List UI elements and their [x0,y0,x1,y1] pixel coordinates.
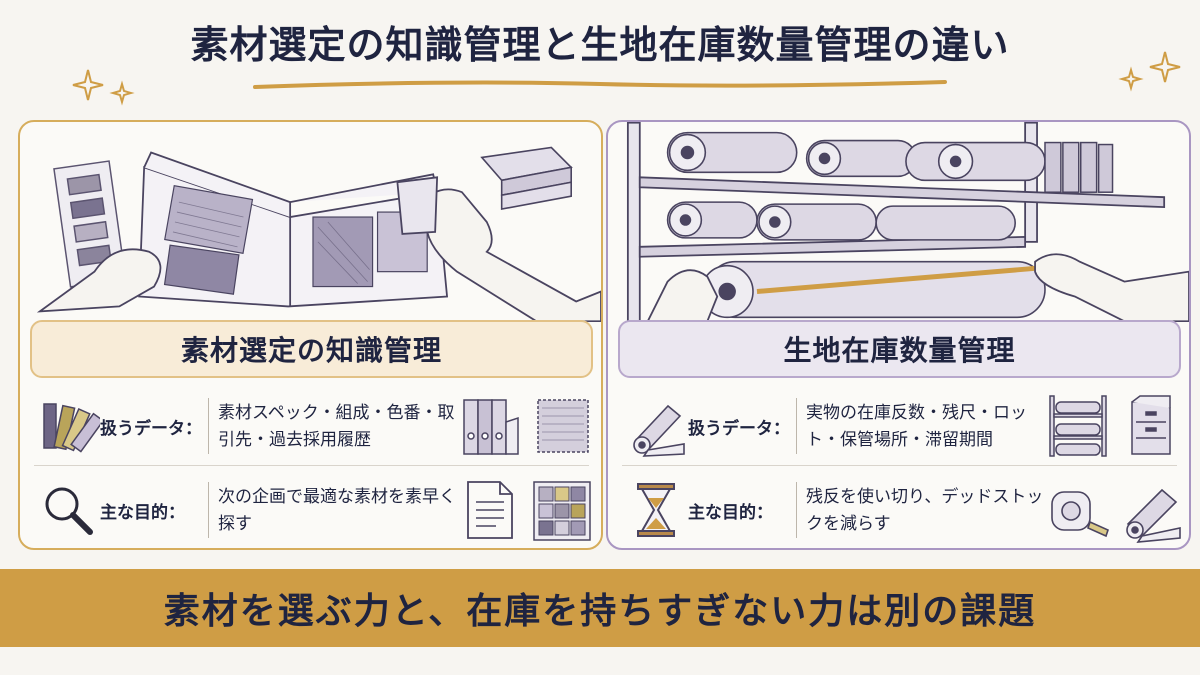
color-fan-icon [43,403,100,453]
row-separator [208,482,209,538]
sparkle-icon [72,69,135,106]
main-purpose-text: 次の企画で最適な素材を素早く探す [218,487,456,534]
fabric-swatch-icon [537,399,589,453]
row-divider [34,465,589,466]
page-title: 素材選定の知識管理と生地在庫数量管理の違い [190,23,1010,67]
filing-cabinet-icon [1131,395,1171,455]
swatch-grid-icon [533,481,591,541]
handled-data-row: 扱うデータ： 素材スペック・組成・色番・取引先・過去採用履歴 [30,386,593,466]
fabric-roll-icon [633,404,685,457]
fabric-inventory-panel: 生地在庫数量管理 扱うデータ： 実物の在庫反数・残尺・ロット・保管場所・滞留期間 [606,120,1191,550]
handled-data-text: 素材スペック・組成・色番・取引先・過去採用履歴 [218,403,455,450]
document-icon [467,481,513,539]
row-divider [622,465,1177,466]
handled-data-text: 実物の在庫反数・残尺・ロット・保管場所・滞留期間 [806,403,1027,450]
material-knowledge-panel: 素材選定の知識管理 扱うデータ： 素材スペック・組成・色番・取引先・過去採用履歴 [18,120,603,550]
row-separator [796,482,797,538]
main-purpose-label: 主な目的： [688,502,773,523]
title-underline [253,80,947,89]
main-purpose-row: 主な目的： 次の企画で最適な素材を素早く探す [30,470,593,550]
fabric-inventory-header: 生地在庫数量管理 [618,320,1181,378]
tape-measure-icon [1051,491,1109,538]
magnifier-icon [45,487,93,535]
row-separator [208,398,209,454]
handled-data-row: 扱うデータ： 実物の在庫反数・残尺・ロット・保管場所・滞留期間 [618,386,1181,466]
handled-data-label: 扱うデータ： [688,418,790,439]
summary-banner: 素材を選ぶ力と、在庫を持ちすぎない力は別の課題 [0,569,1200,647]
fabric-roll-shelf-illustration [626,122,1189,322]
hourglass-icon [637,483,675,537]
swatch-book-illustration [36,146,601,322]
handled-data-label: 扱うデータ： [100,418,202,439]
row-separator [796,398,797,454]
binders-icon [463,399,519,455]
material-knowledge-header: 素材選定の知識管理 [30,320,593,378]
fabric-roll-icon [1126,488,1181,543]
roll-rack-icon [1049,395,1107,457]
main-purpose-text: 残反を使い切り、デッドストックを減らす [806,487,1044,534]
main-purpose-label: 主な目的： [100,502,185,523]
sparkle-icon [1118,51,1181,92]
main-purpose-row: 主な目的： 残反を使い切り、デッドストックを減らす [618,470,1181,550]
